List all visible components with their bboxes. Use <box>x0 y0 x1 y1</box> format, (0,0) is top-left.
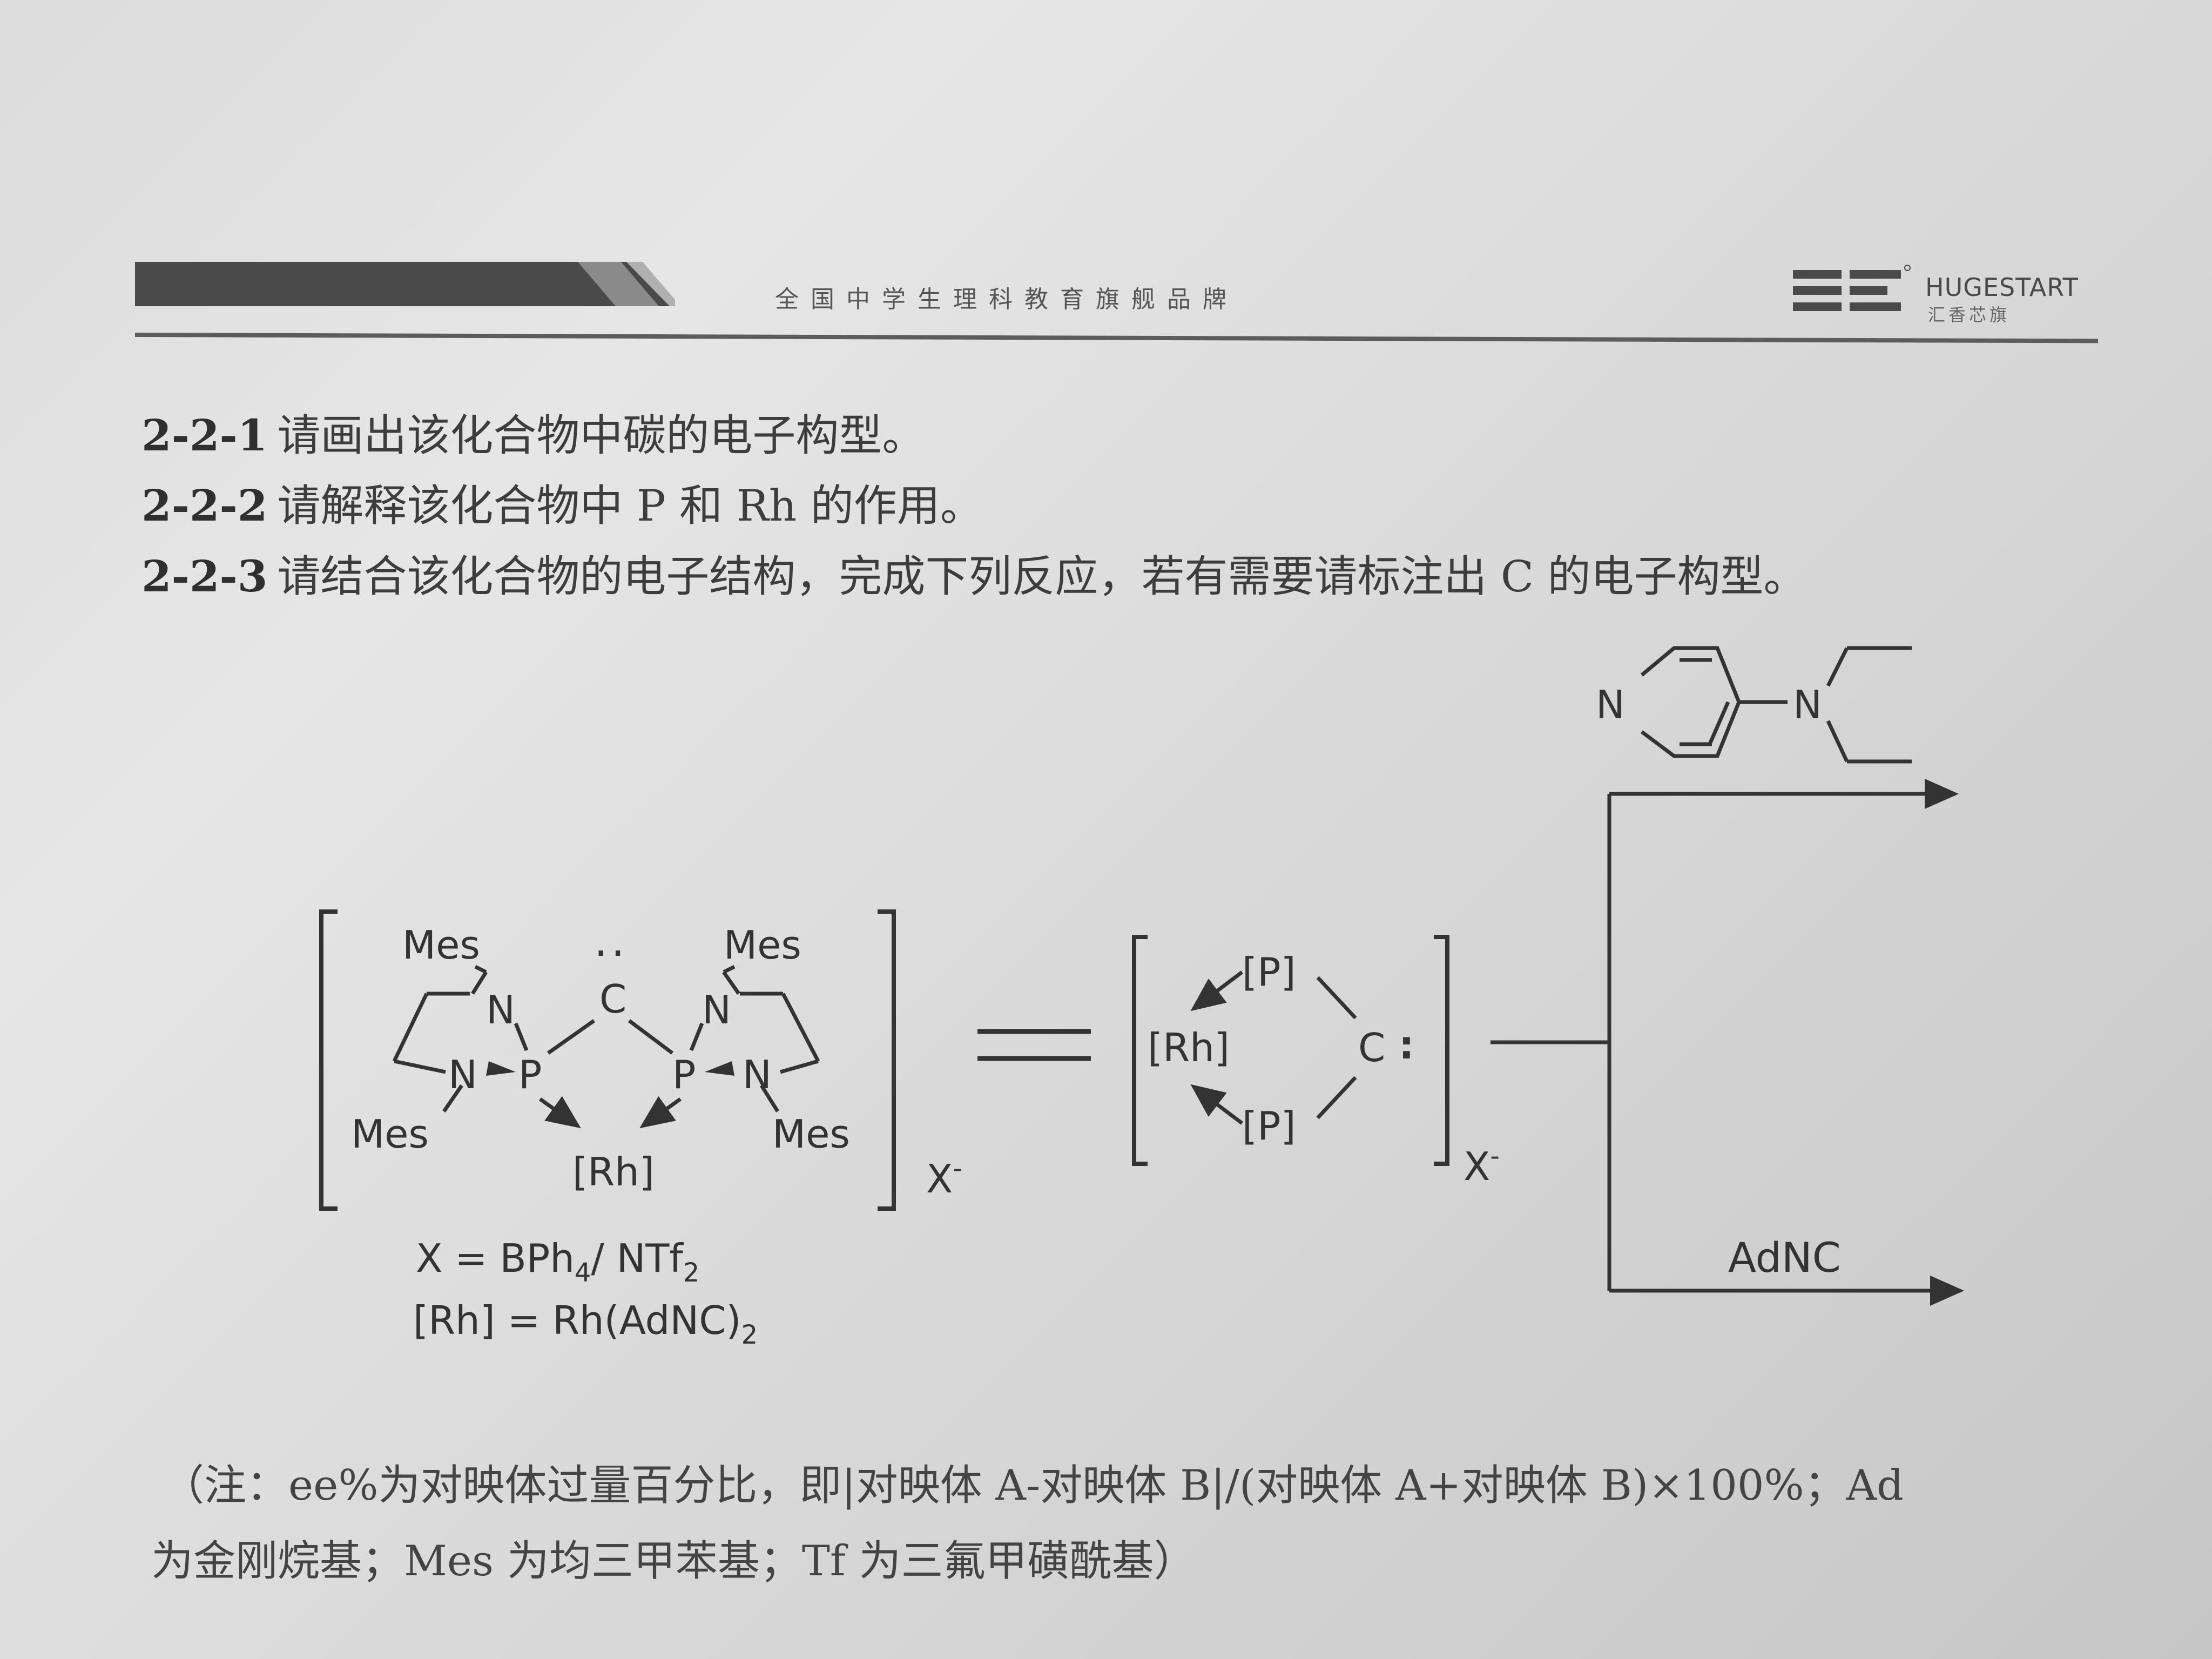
nitrogen-top-left: N <box>486 987 515 1033</box>
mes-top-right: Mes <box>724 922 801 968</box>
rhodium-left: [Rh] <box>572 1149 655 1195</box>
pcp-bonds <box>547 1019 674 1055</box>
mes-bottom-right: Mes <box>772 1111 850 1157</box>
right-diazaphospholidine-ring <box>689 965 820 1112</box>
question-text: 请解释该化合物中 P 和 Rh 的作用。 <box>277 481 983 531</box>
counterion-left: X- <box>926 1154 962 1202</box>
carbon-right: C <box>1358 1025 1385 1070</box>
equals-sign <box>977 1029 1091 1061</box>
counterion-right: X- <box>1464 1141 1500 1189</box>
carbene-lone-pair: .. <box>594 916 628 966</box>
carbon-colon: : <box>1399 1022 1414 1068</box>
right-bracket-left-complex <box>878 909 896 1211</box>
left-bracket <box>319 909 338 1211</box>
question-text: 请结合该化合物的电子结构，完成下列反应，若有需要请标注出 C 的电子构型。 <box>277 551 1807 602</box>
question-text: 请画出该化合物中碳的电子构型。 <box>277 410 926 461</box>
brand-logo-icon <box>1793 265 1911 311</box>
header-band <box>135 262 675 306</box>
note-line-2: 为金刚烷基；Mes 为均三甲苯基；Tf 为三氟甲磺酰基） <box>151 1537 1196 1586</box>
p-to-rh-arrows <box>538 1096 682 1129</box>
question-number: 2-2-2 <box>141 480 268 531</box>
mes-top-left: Mes <box>402 922 480 968</box>
rh-definition: [Rh] = Rh(AdNC)2 <box>413 1298 758 1350</box>
phosphorus-left: P <box>518 1052 542 1097</box>
pyridine-amine-reagent <box>1640 646 1912 764</box>
header-slogan: 全国中学生理科教育旗舰品牌 <box>775 286 1238 313</box>
left-bracket-right-complex <box>1132 935 1148 1166</box>
reagent-adnc: AdNC <box>1728 1233 1841 1282</box>
rhodium-right: [Rh] <box>1148 1025 1230 1070</box>
brand-subtitle: 汇香芯旗 <box>1928 305 2011 325</box>
phosphine-bottom: [P] <box>1242 1103 1296 1149</box>
carbene-carbon: C <box>599 976 626 1022</box>
amine-nitrogen: N <box>1793 682 1822 727</box>
branch-lines <box>1491 779 1964 1306</box>
nitrogen-bottom-left: N <box>448 1052 477 1097</box>
phosphorus-right: P <box>672 1052 696 1097</box>
x-definition: X = BPh4/ NTf2 <box>416 1236 699 1288</box>
brand-name: HUGESTART <box>1925 273 2079 302</box>
n-to-p-arrows <box>486 1061 734 1076</box>
right-complex-bonds <box>1190 970 1357 1125</box>
nitrogen-bottom-right: N <box>743 1052 772 1097</box>
note-line-1: （注：ee%为对映体过量百分比，即|对映体 A-对映体 B|/(对映体 A+对映… <box>162 1461 1904 1510</box>
pyridine-nitrogen: N <box>1596 682 1625 727</box>
nitrogen-top-right: N <box>702 987 731 1033</box>
left-diazaphospholidine-ring <box>392 965 529 1112</box>
phosphine-top: [P] <box>1242 949 1296 995</box>
question-number: 2-2-1 <box>141 410 268 461</box>
question-number: 2-2-3 <box>141 551 268 602</box>
mes-bottom-left: Mes <box>351 1111 429 1157</box>
right-bracket-right-complex <box>1434 935 1449 1166</box>
